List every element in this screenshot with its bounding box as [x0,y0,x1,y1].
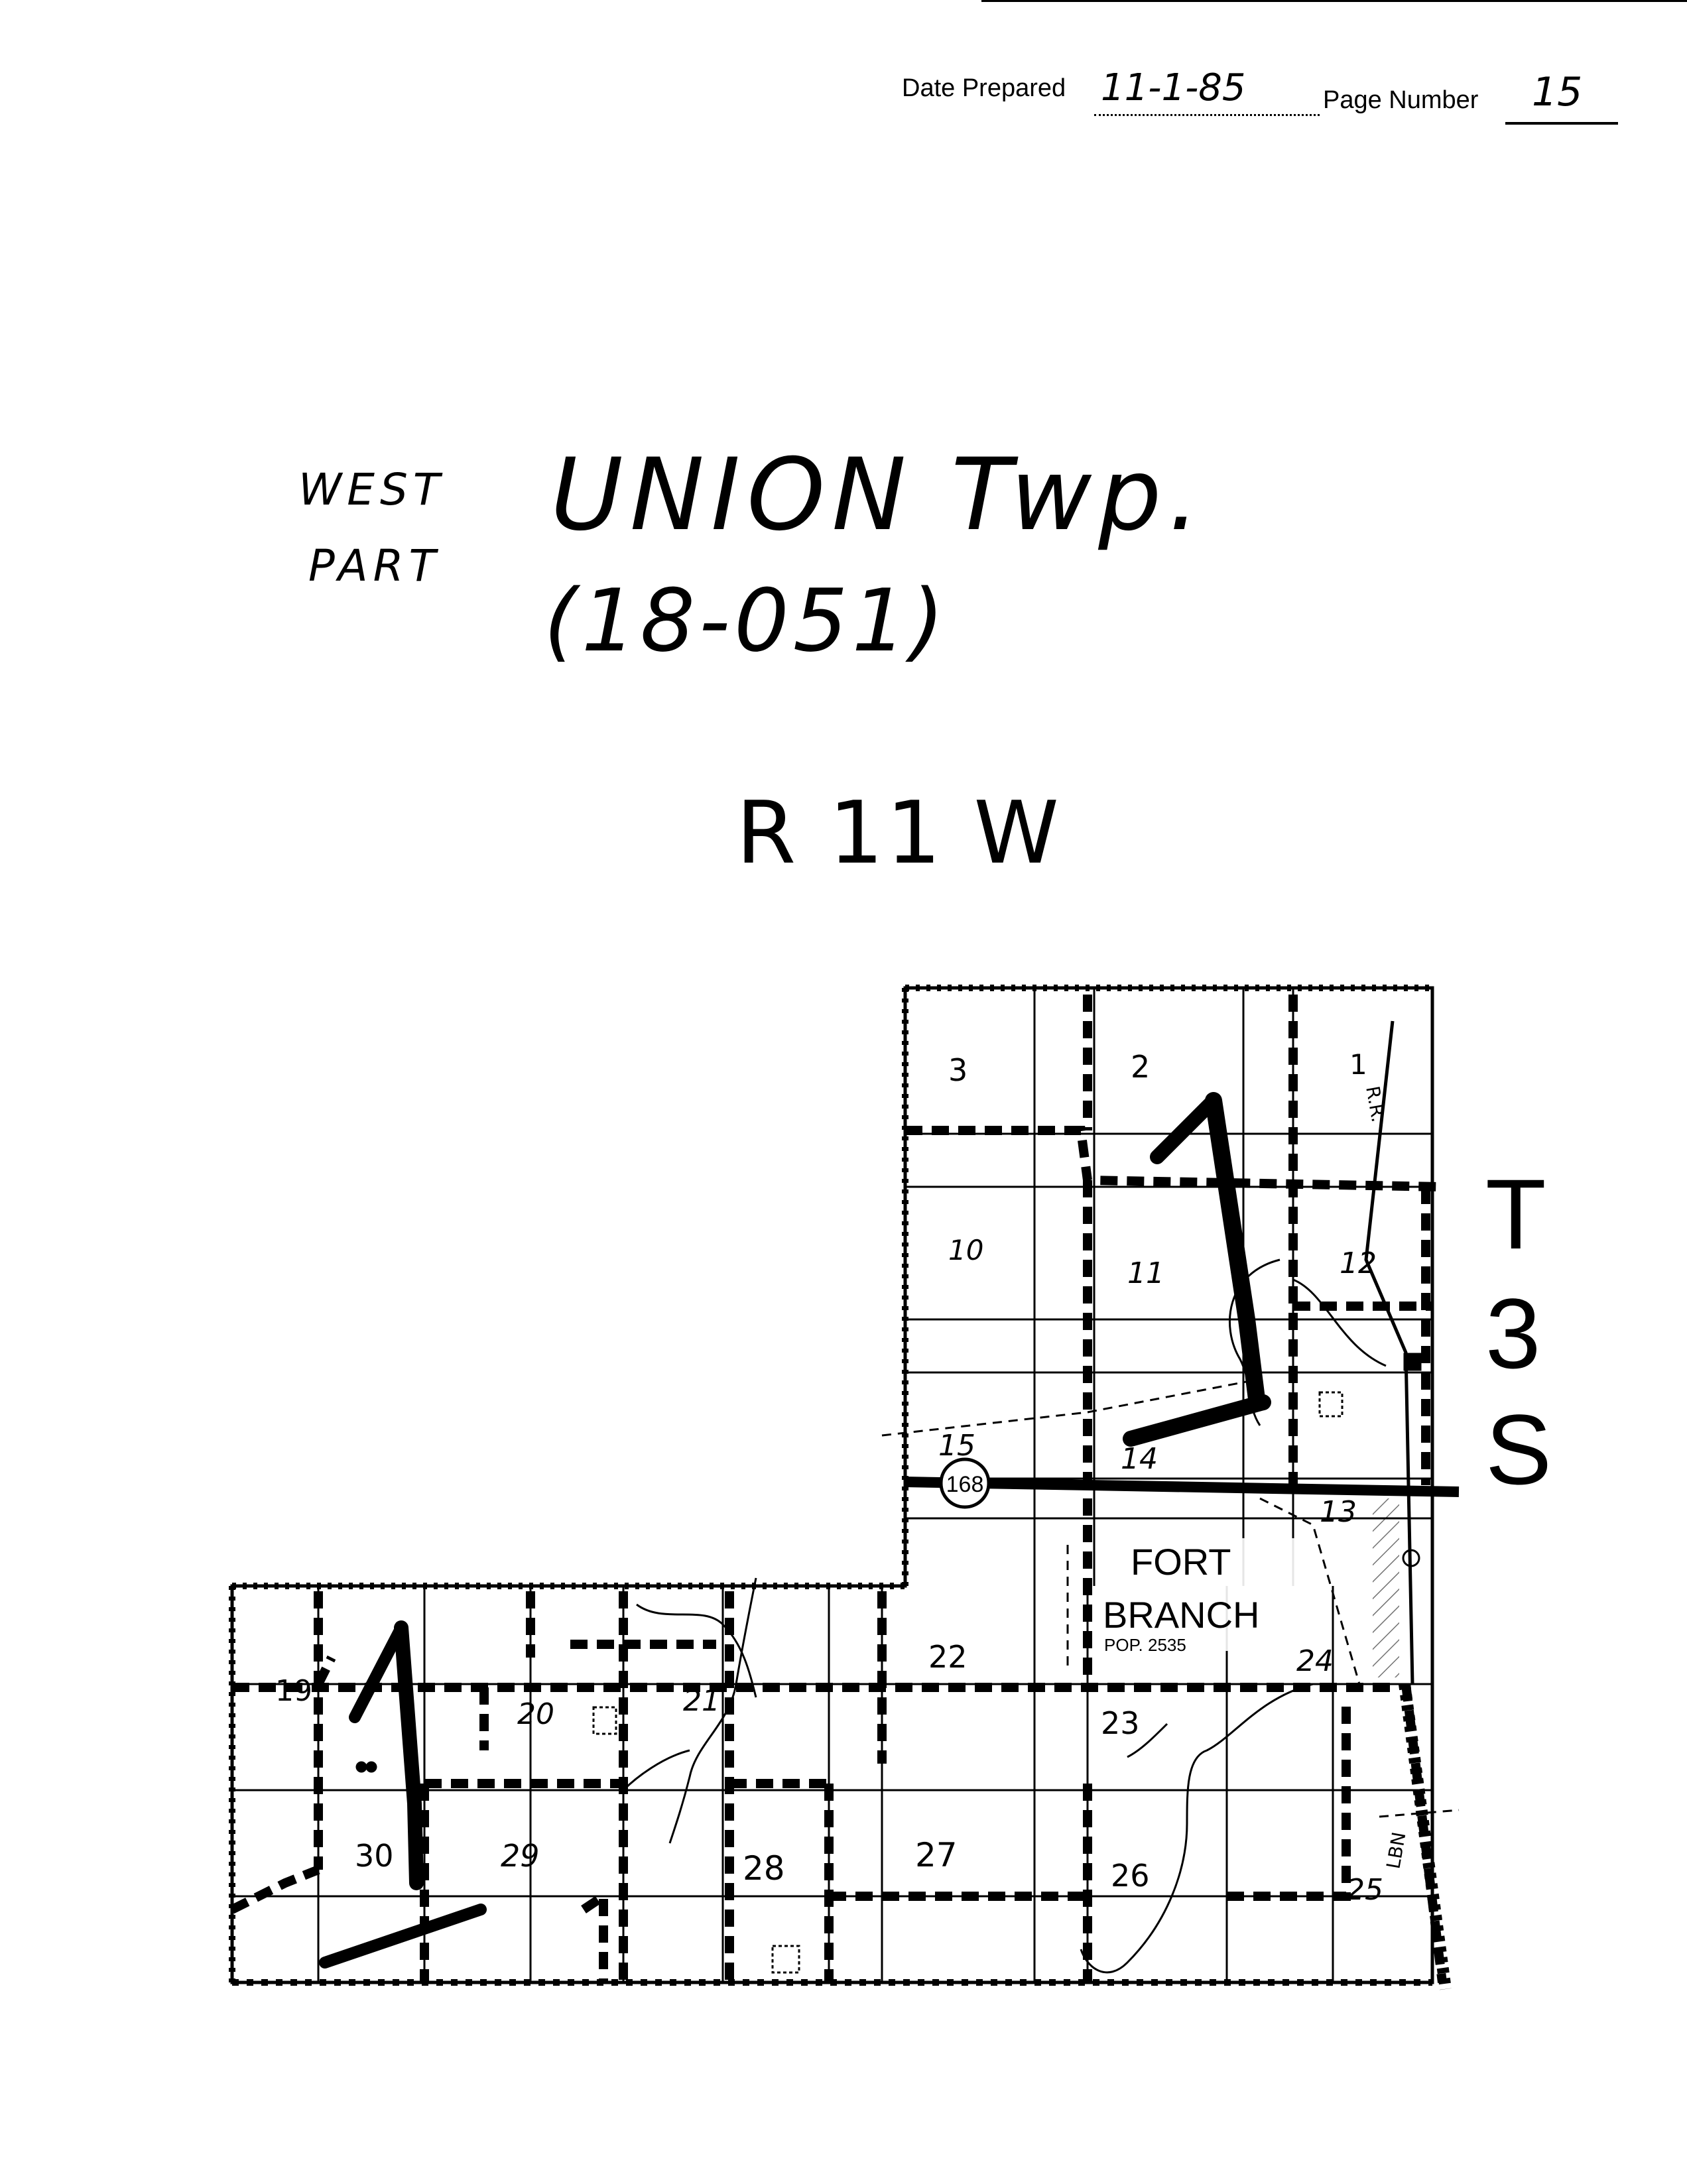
page-underline [1505,122,1618,125]
streams [622,1258,1387,1974]
area-marker-lines [319,1092,1271,1969]
section-14: 14 [1121,1442,1158,1476]
range-label: R 11 W [736,782,1062,883]
section-21: 21 [683,1684,720,1718]
section-10: 10 [948,1234,983,1266]
section-20: 20 [517,1697,554,1731]
township-name: UNION Twp. [550,438,1207,553]
town-fort-branch: FORT BRANCH POP. 2535 [1103,1538,1300,1655]
urban-shading [1373,1498,1399,1677]
section-24: 24 [1296,1644,1334,1678]
township-code: (18-051) [544,570,948,671]
town-boundary [881,1378,1460,1818]
date-prepared-value: 11-1-85 [1101,66,1246,109]
lbn-label: LBN [1382,1831,1410,1871]
town-population: POP. 2535 [1104,1635,1186,1655]
roads [229,995,1447,1983]
map-features [355,1353,1422,1974]
section-13: 13 [1320,1495,1357,1529]
date-prepared-label: Date Prepared [902,74,1066,102]
section-23: 23 [1101,1705,1140,1741]
section-11: 11 [1127,1256,1164,1290]
route-number-label: 168 [946,1472,984,1497]
highway-168 [905,1477,1460,1497]
route-shield: 168 [939,1457,991,1509]
section-1: 1 [1349,1048,1367,1081]
section-29: 29 [501,1838,540,1874]
section-3: 3 [948,1052,968,1088]
township-letter-3: 3 [1485,1278,1541,1389]
part-label-line1: WEST [298,464,446,515]
section-30: 30 [355,1838,394,1874]
part-label-line2: PART [308,540,441,591]
section-27: 27 [915,1836,958,1874]
section-25: 25 [1346,1873,1383,1907]
page-number-label: Page Number [1323,86,1479,114]
township-letter-t: T [1485,1158,1546,1270]
section-15: 15 [938,1429,975,1463]
section-12: 12 [1340,1246,1377,1280]
town-name-line1: FORT [1131,1541,1231,1583]
section-26: 26 [1111,1858,1150,1894]
railroad [1364,1020,1452,1990]
township-letter-s: S [1485,1394,1552,1505]
section-28: 28 [743,1849,785,1888]
date-underline [1094,114,1320,116]
top-edge-line [981,0,1687,2]
section-2: 2 [1131,1049,1150,1085]
page-number-value: 15 [1532,69,1583,115]
section-19: 19 [275,1674,312,1708]
town-name-line2: BRANCH [1103,1594,1259,1636]
section-22: 22 [928,1639,968,1675]
section-labels: 3 2 1 10 11 12 15 14 13 19 20 21 22 23 2… [275,1048,1383,1907]
